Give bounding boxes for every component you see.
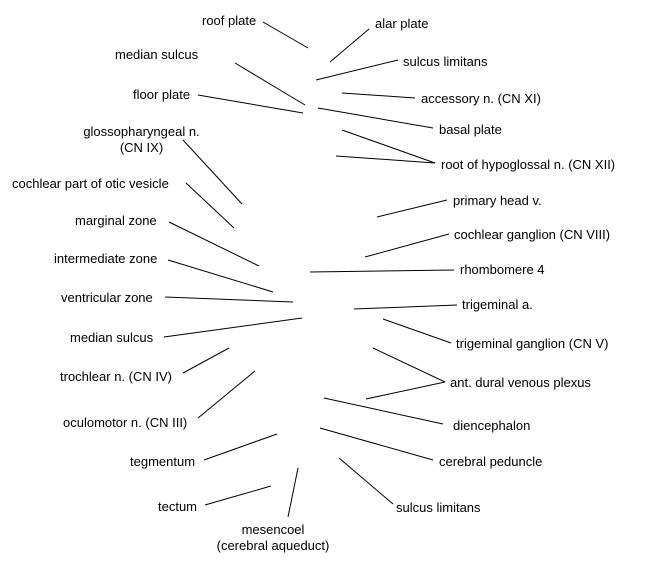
label-mesencoel-line2: (cerebral aqueduct)	[216, 538, 330, 553]
label-ant-dural: ant. dural venous plexus	[450, 375, 591, 390]
leader-sulcus-limitans-bottom	[338, 457, 394, 505]
leader-trochlear-n	[182, 347, 230, 374]
label-glossopharyngeal-line1: glossopharyngeal n.	[83, 124, 200, 139]
label-ventricular-zone: ventricular zone	[61, 290, 153, 305]
label-glossopharyngeal-line2: (CN IX)	[119, 140, 164, 155]
label-median-sulcus-top: median sulcus	[115, 47, 199, 62]
leader-cochlear-otic	[185, 182, 235, 229]
leader-hypoglossal-a	[341, 129, 436, 164]
label-diencephalon: diencephalon	[453, 418, 531, 433]
label-mesencoel: mesencoel (cerebral aqueduct)	[203, 522, 343, 554]
label-primary-head-v: primary head v.	[453, 193, 542, 208]
label-roof-plate: roof plate	[202, 13, 257, 28]
label-cochlear-otic: cochlear part of otic vesicle	[12, 176, 169, 191]
leader-hypoglossal-b	[335, 155, 436, 164]
label-accessory-n: accessory n. (CN XI)	[421, 91, 541, 106]
label-alar-plate: alar plate	[375, 16, 429, 31]
leader-glossopharyngeal	[182, 139, 243, 205]
leader-ventricular-zone	[164, 296, 294, 303]
leader-median-sulcus-mid	[163, 317, 303, 338]
leader-ant-dural-b	[365, 381, 446, 400]
label-glossopharyngeal: glossopharyngeal n. (CN IX)	[60, 124, 223, 156]
leader-oculomotor-n	[197, 370, 256, 419]
label-tegmentum: tegmentum	[130, 454, 196, 469]
label-intermediate-zone: intermediate zone	[54, 251, 158, 266]
leader-roof-plate	[262, 21, 309, 49]
label-root-hypoglossal: root of hypoglossal n. (CN XII)	[441, 157, 616, 172]
label-mesencoel-line1: mesencoel	[241, 522, 305, 537]
leader-alar-plate	[329, 28, 370, 63]
leader-intermediate-zone	[167, 259, 274, 293]
leader-diencephalon	[323, 397, 444, 425]
label-cochlear-ganglion: cochlear ganglion (CN VIII)	[454, 227, 611, 242]
leader-trigeminal-a	[353, 304, 458, 310]
leader-cerebral-peduncle	[319, 427, 434, 461]
label-trochlear-n: trochlear n. (CN IV)	[60, 369, 172, 384]
leader-marginal-zone	[168, 221, 260, 267]
label-basal-plate: basal plate	[439, 122, 502, 137]
leader-floor-plate	[197, 94, 304, 114]
label-trigeminal-a: trigeminal a.	[462, 297, 533, 312]
leader-rhombomere-4	[309, 269, 455, 273]
label-sulcus-limitans-bottom: sulcus limitans	[396, 500, 481, 515]
leader-tectum	[204, 485, 272, 506]
leader-sulcus-limitans-top	[315, 59, 399, 81]
label-marginal-zone: marginal zone	[75, 213, 157, 228]
leader-ant-dural-a	[372, 347, 446, 383]
label-oculomotor-n: oculomotor n. (CN III)	[63, 415, 188, 430]
label-sulcus-limitans-top: sulcus limitans	[403, 54, 488, 69]
leader-basal-plate	[317, 107, 434, 129]
leader-primary-head-v	[376, 199, 448, 218]
label-tectum: tectum	[158, 499, 198, 514]
leader-median-sulcus-top	[234, 62, 306, 106]
label-rhombomere-4: rhombomere 4	[460, 262, 545, 277]
leader-tegmentum	[203, 433, 278, 461]
leader-trigeminal-ganglion	[382, 318, 452, 344]
leader-accessory-n	[341, 92, 416, 99]
leader-mesencoel	[287, 467, 299, 518]
label-cerebral-peduncle: cerebral peduncle	[439, 454, 543, 469]
label-floor-plate: floor plate	[133, 87, 191, 102]
label-median-sulcus-mid: median sulcus	[70, 330, 154, 345]
label-trigeminal-ganglion: trigeminal ganglion (CN V)	[456, 336, 609, 351]
leader-cochlear-ganglion	[364, 233, 450, 258]
